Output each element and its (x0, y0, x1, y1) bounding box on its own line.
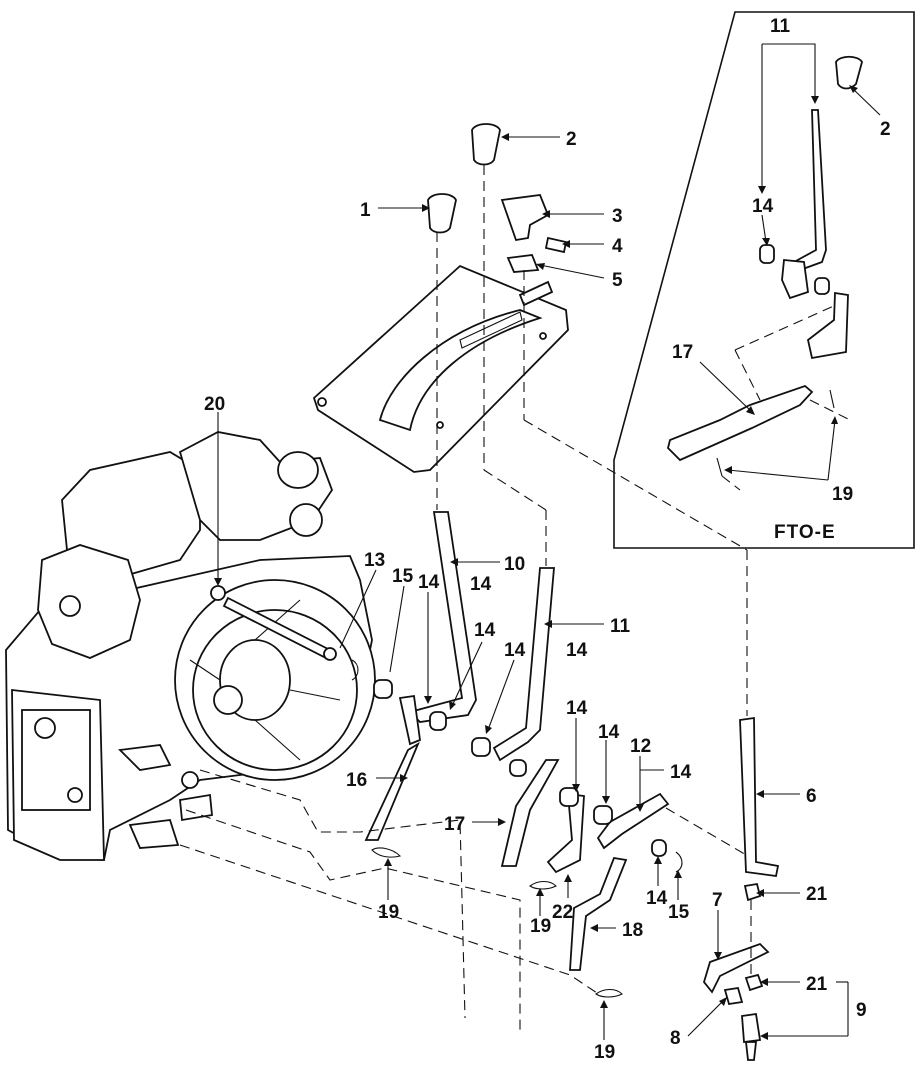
callout-10: 10 (504, 554, 525, 575)
callout-2-inset: 2 (880, 119, 891, 140)
callout-14-g: 14 (598, 722, 620, 743)
callout-6: 6 (806, 786, 817, 807)
callout-11: 11 (610, 616, 631, 637)
lever-18 (569, 856, 628, 971)
callout-14-h: 14 (670, 762, 692, 783)
knob-1 (427, 193, 457, 234)
bracket-22 (546, 787, 585, 874)
knob-3 (500, 194, 550, 242)
callout-14-b: 14 (470, 574, 492, 595)
callout-14-a: 14 (418, 572, 440, 593)
knob-2 (471, 123, 501, 166)
quadrant-plate (312, 264, 569, 473)
callout-18: 18 (622, 920, 643, 941)
callout-12: 12 (630, 736, 651, 757)
callout-19-b: 19 (530, 916, 551, 937)
leader-lines (214, 133, 849, 1040)
callout-16: 16 (346, 770, 367, 791)
callout-14-e: 14 (566, 640, 588, 661)
alignment-lines (179, 165, 752, 1030)
callout-4: 4 (612, 236, 623, 257)
callout-15-b: 15 (668, 902, 690, 923)
bracket-inset (806, 291, 849, 360)
inset-fto-e (613, 11, 915, 549)
callout-21-a: 21 (806, 884, 828, 905)
inset-title: FTO-E (774, 522, 836, 543)
callout-14-c: 14 (474, 620, 496, 641)
callout-labels: 1 2 2 3 4 5 6 7 8 9 10 11 11 12 13 14 14… (204, 16, 891, 1063)
knobs-and-hardware (427, 123, 568, 273)
callout-13: 13 (364, 550, 385, 571)
callout-11-inset: 11 (770, 16, 791, 37)
callout-22: 22 (552, 902, 573, 923)
callout-19-inset: 19 (832, 484, 853, 505)
callout-19-c: 19 (594, 1042, 615, 1063)
callout-21-b: 21 (806, 974, 828, 995)
lever-17 (500, 759, 560, 867)
callout-15-a: 15 (392, 566, 414, 587)
callout-5: 5 (612, 270, 623, 291)
lever-6 (739, 716, 780, 878)
lever-12 (593, 792, 683, 873)
callout-7: 7 (712, 890, 723, 911)
callout-19-a: 19 (378, 902, 399, 923)
lever-10 (373, 511, 477, 746)
callout-14-i: 14 (646, 888, 668, 909)
knob-2-inset (835, 55, 863, 90)
callout-14-d: 14 (504, 640, 526, 661)
callout-20: 20 (204, 394, 225, 415)
bracket-7-assembly (703, 882, 770, 1061)
callout-17: 17 (444, 814, 465, 835)
callout-1: 1 (360, 200, 371, 221)
callout-14-f: 14 (566, 698, 588, 719)
lever-17-inset (667, 384, 814, 462)
callout-17-inset: 17 (672, 342, 693, 363)
link-16 (364, 741, 420, 841)
cotter-pins (371, 847, 623, 998)
callout-8: 8 (670, 1028, 681, 1049)
lever-11 (471, 567, 555, 777)
callout-9: 9 (856, 1000, 867, 1021)
callout-14-inset: 14 (752, 196, 774, 217)
callout-2: 2 (566, 129, 577, 150)
callout-3: 3 (612, 206, 623, 227)
